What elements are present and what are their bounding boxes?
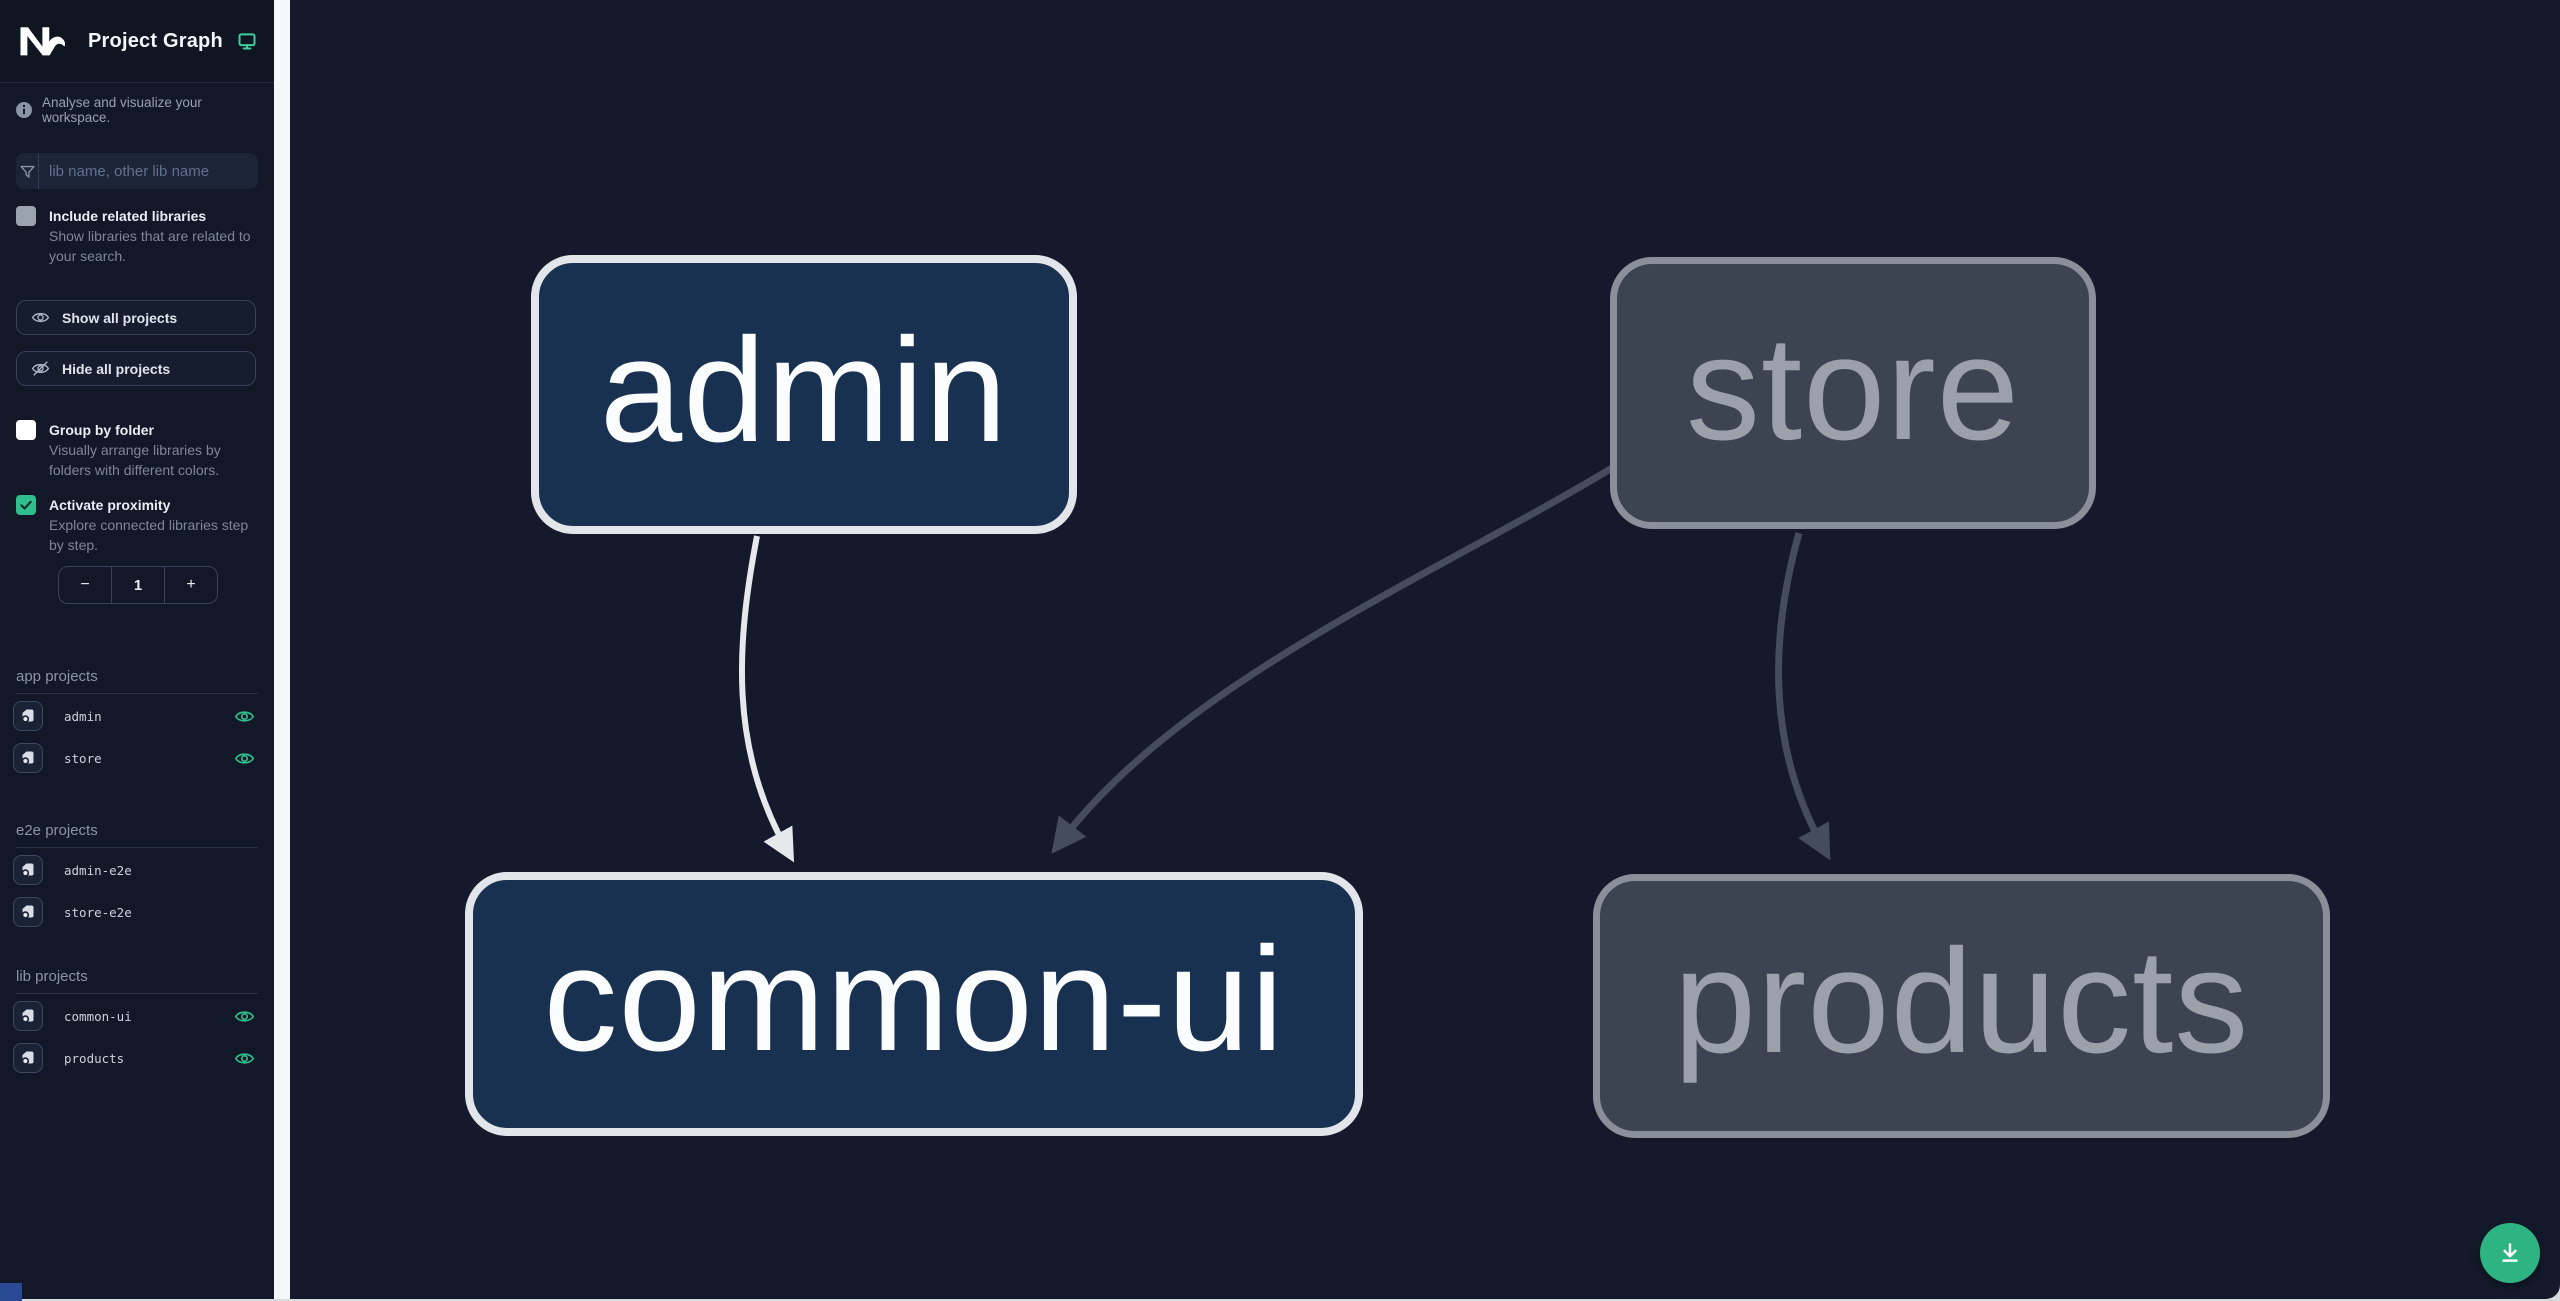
group-by-folder-checkbox[interactable] <box>16 420 36 440</box>
bottom-left-accent <box>0 1283 22 1301</box>
toggle-visibility-eye-icon[interactable] <box>234 706 255 727</box>
focus-project-button[interactable] <box>13 743 43 773</box>
project-row-admin: admin <box>13 696 258 736</box>
toggle-visibility-eye-icon[interactable] <box>234 748 255 769</box>
activate-proximity-label: Activate proximity <box>49 497 171 513</box>
toggle-visibility-eye-icon[interactable] <box>234 1048 255 1069</box>
app-title: Project Graph <box>88 29 223 52</box>
activate-proximity-checkbox[interactable] <box>16 495 36 515</box>
sidebar-scrollbar[interactable] <box>274 0 290 1299</box>
project-name[interactable]: store <box>64 750 102 766</box>
project-name[interactable]: store-e2e <box>64 904 132 920</box>
decrement-button[interactable]: − <box>80 576 90 593</box>
checkbox-row-activate-proximity: Activate proximity Explore connected lib… <box>16 495 260 555</box>
tagline-text: Analyse and visualize your workspace. <box>42 95 202 125</box>
project-row-store-e2e: store-e2e <box>13 892 258 932</box>
tagline-row: Analyse and visualize your workspace. <box>0 95 274 125</box>
search-box <box>16 153 258 189</box>
focus-project-button[interactable] <box>13 855 43 885</box>
section-title: app projects <box>16 668 258 694</box>
sidebar-header: Project Graph <box>0 0 274 83</box>
proximity-depth-value: 1 <box>111 567 165 603</box>
edge-store-to-products[interactable] <box>1775 532 1831 861</box>
project-doc-search-icon <box>21 1009 34 1023</box>
project-name[interactable]: products <box>64 1050 125 1066</box>
project-name[interactable]: common-ui <box>64 1008 132 1024</box>
focus-project-button[interactable] <box>13 701 43 731</box>
group-by-folder-label: Group by folder <box>49 422 154 438</box>
group-by-folder-description: Visually arrange libraries by folders wi… <box>49 442 221 478</box>
project-doc-search-icon <box>21 751 34 765</box>
project-row-common-ui: common-ui <box>13 996 258 1036</box>
monitor-icon[interactable] <box>237 31 257 51</box>
eye-icon <box>31 312 50 323</box>
include-related-checkbox[interactable] <box>16 206 36 226</box>
project-doc-search-icon <box>21 1051 34 1065</box>
download-icon <box>2502 1243 2518 1262</box>
checkbox-row-include-related: Include related libraries Show libraries… <box>16 206 260 266</box>
show-all-projects-button[interactable]: Show all projects <box>16 300 256 335</box>
project-name[interactable]: admin-e2e <box>64 862 132 878</box>
filter-icon <box>16 153 39 189</box>
include-related-description: Show libraries that are related to your … <box>49 228 251 264</box>
increment-button[interactable]: + <box>186 576 196 593</box>
focus-project-button[interactable] <box>13 1001 43 1031</box>
section-title: lib projects <box>16 968 258 994</box>
project-row-admin-e2e: admin-e2e <box>13 850 258 890</box>
check-icon <box>20 500 32 510</box>
node-common-ui[interactable]: common-ui <box>465 872 1363 1136</box>
info-icon <box>16 102 32 118</box>
include-related-label: Include related libraries <box>49 208 207 224</box>
project-doc-search-icon <box>21 709 34 723</box>
section-lib-projects: lib projects common-ui <box>13 968 258 1078</box>
section-title: e2e projects <box>16 822 258 848</box>
node-products[interactable]: products <box>1593 874 2330 1138</box>
eye-off-icon <box>31 361 50 376</box>
toggle-visibility-eye-icon[interactable] <box>234 1006 255 1027</box>
node-store-label: store <box>1685 306 2021 471</box>
edge-store-to-common-ui[interactable] <box>1051 465 1614 854</box>
project-row-products: products <box>13 1038 258 1078</box>
section-app-projects: app projects admin <box>13 668 258 778</box>
hide-all-projects-button[interactable]: Hide all projects <box>16 351 256 386</box>
sidebar: Project Graph Analyse and visualize your… <box>0 0 274 1299</box>
activate-proximity-description: Explore connected libraries step by step… <box>49 517 249 553</box>
edge-admin-to-common-ui[interactable] <box>738 535 795 863</box>
nx-logo-icon <box>20 27 66 56</box>
checkbox-row-group-by-folder: Group by folder Visually arrange librari… <box>16 420 260 480</box>
focus-project-button[interactable] <box>13 897 43 927</box>
graph-canvas[interactable]: admin store common-ui products <box>290 0 2560 1299</box>
node-products-label: products <box>1673 919 2250 1084</box>
node-common-ui-label: common-ui <box>543 917 1285 1082</box>
proximity-depth-stepper: − 1 + <box>58 566 218 604</box>
search-input[interactable] <box>39 153 258 189</box>
node-admin-label: admin <box>599 307 1009 473</box>
node-admin[interactable]: admin <box>531 255 1077 534</box>
section-e2e-projects: e2e projects admin-e2e <box>13 822 258 932</box>
project-row-store: store <box>13 738 258 778</box>
project-doc-search-icon <box>21 863 34 877</box>
node-store[interactable]: store <box>1610 257 2096 529</box>
project-name[interactable]: admin <box>64 708 102 724</box>
project-doc-search-icon <box>21 905 34 919</box>
download-graph-button[interactable] <box>2480 1223 2540 1283</box>
focus-project-button[interactable] <box>13 1043 43 1073</box>
